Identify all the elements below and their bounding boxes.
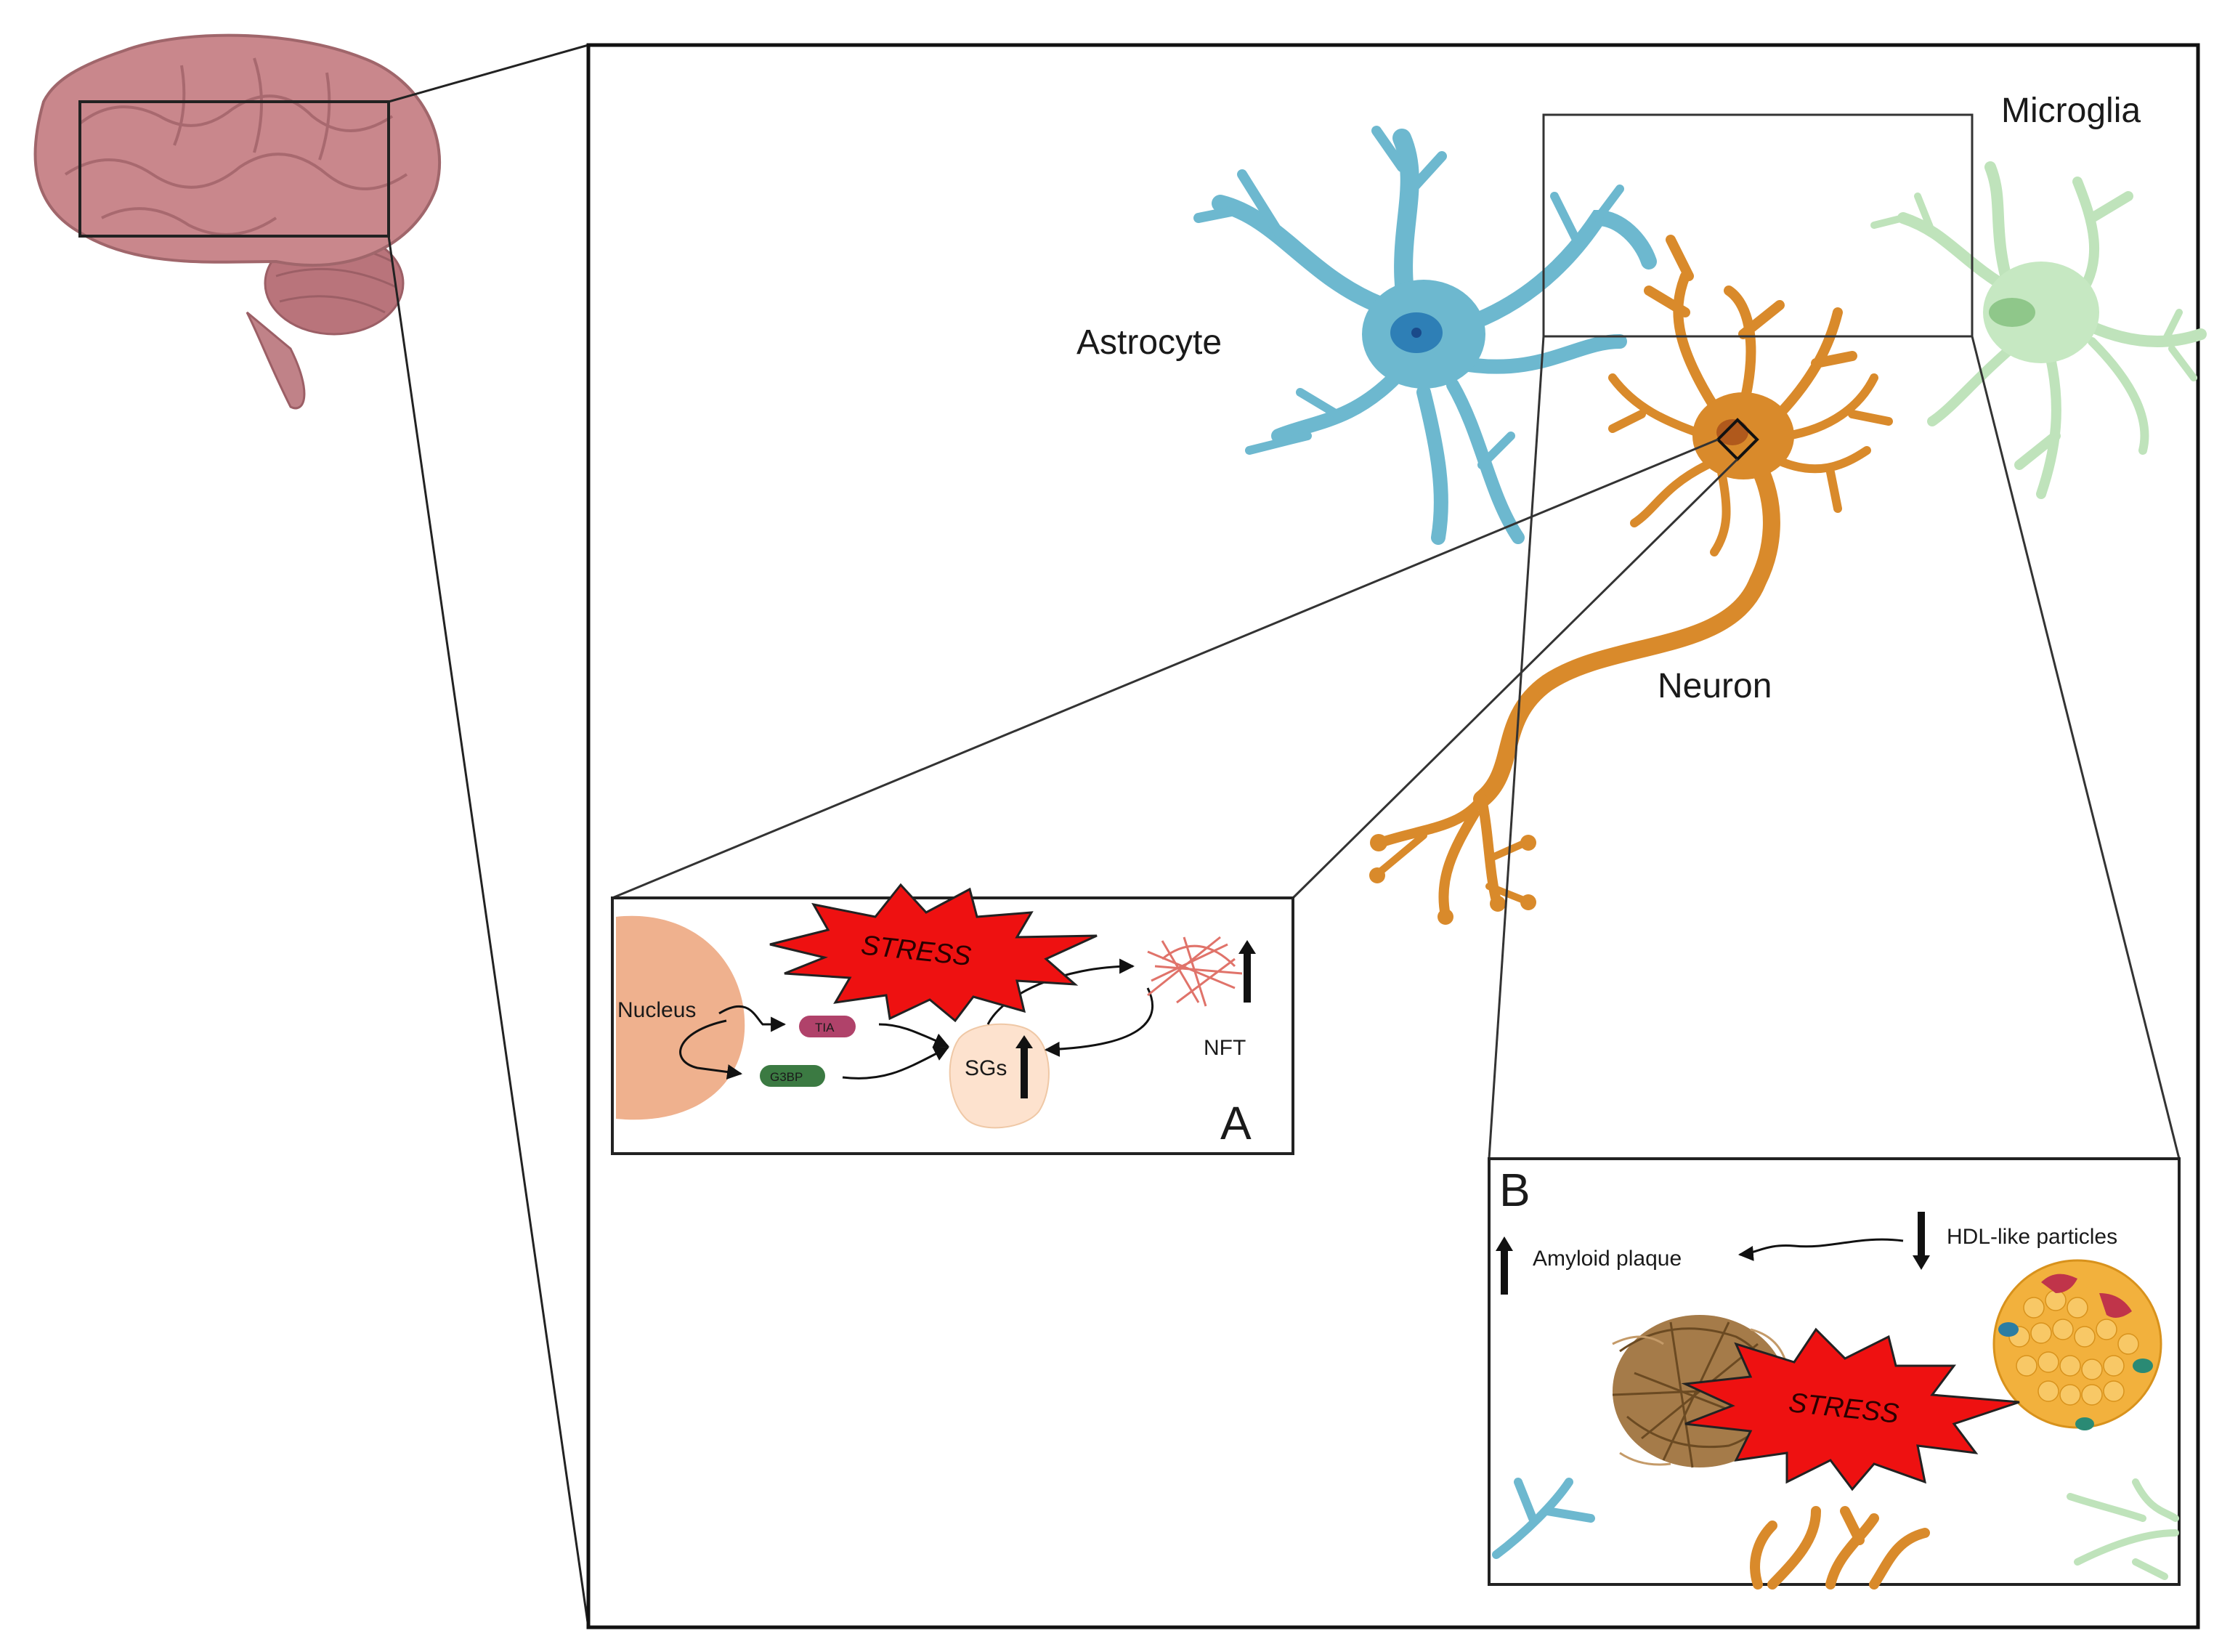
microglia-cell bbox=[1870, 161, 2207, 499]
sgs-increase-bar bbox=[1021, 1046, 1028, 1098]
main-frame bbox=[586, 43, 2200, 1629]
panel-a: Nucleus TIA G3BP SGs NFT STRESS A bbox=[611, 883, 1294, 1155]
astrocyte-label: Astrocyte bbox=[1076, 323, 1222, 362]
microglia-label: Microglia bbox=[2001, 92, 2141, 130]
neuron-terminals bbox=[1369, 834, 1536, 925]
hdl-particle bbox=[1992, 1259, 2162, 1430]
stress-burst-a bbox=[769, 883, 1098, 1023]
astrocyte-cell bbox=[1193, 126, 1657, 545]
neuron-fragment bbox=[1750, 1506, 1930, 1590]
nft-increase-bar bbox=[1244, 952, 1251, 1003]
zoom-diamond-soma bbox=[1716, 418, 1759, 461]
zoom-box-neuron-region bbox=[1542, 113, 1974, 338]
sgs-label: SGs bbox=[965, 1056, 1007, 1080]
g3bp-pill bbox=[760, 1065, 825, 1087]
brain-illustration bbox=[33, 33, 442, 410]
microglia-fragment bbox=[2067, 1478, 2179, 1580]
hdl-decrease-bar bbox=[1918, 1212, 1925, 1257]
nft-label: NFT bbox=[1204, 1036, 1246, 1060]
stress-burst-b bbox=[1681, 1327, 2020, 1491]
g3bp-label: G3BP bbox=[770, 1070, 803, 1084]
neuron-cell bbox=[1375, 235, 1893, 920]
neuron-label: Neuron bbox=[1658, 667, 1772, 705]
panel-a-letter: A bbox=[1220, 1097, 1252, 1149]
tia-pill bbox=[799, 1016, 856, 1037]
hdl-label: HDL-like particles bbox=[1947, 1225, 2117, 1249]
panel-b: B Amyloid plaque HDL-like particles bbox=[1488, 1157, 2181, 1590]
astrocyte-fragment bbox=[1492, 1478, 1595, 1559]
panel-b-letter: B bbox=[1499, 1164, 1530, 1216]
tia-label: TIA bbox=[815, 1021, 835, 1034]
amyloid-increase-bar bbox=[1501, 1250, 1508, 1295]
amyloid-label: Amyloid plaque bbox=[1533, 1247, 1682, 1271]
nft-tangle bbox=[1147, 936, 1243, 1007]
nucleus-label: Nucleus bbox=[617, 998, 696, 1022]
nucleus-shape bbox=[616, 915, 745, 1120]
